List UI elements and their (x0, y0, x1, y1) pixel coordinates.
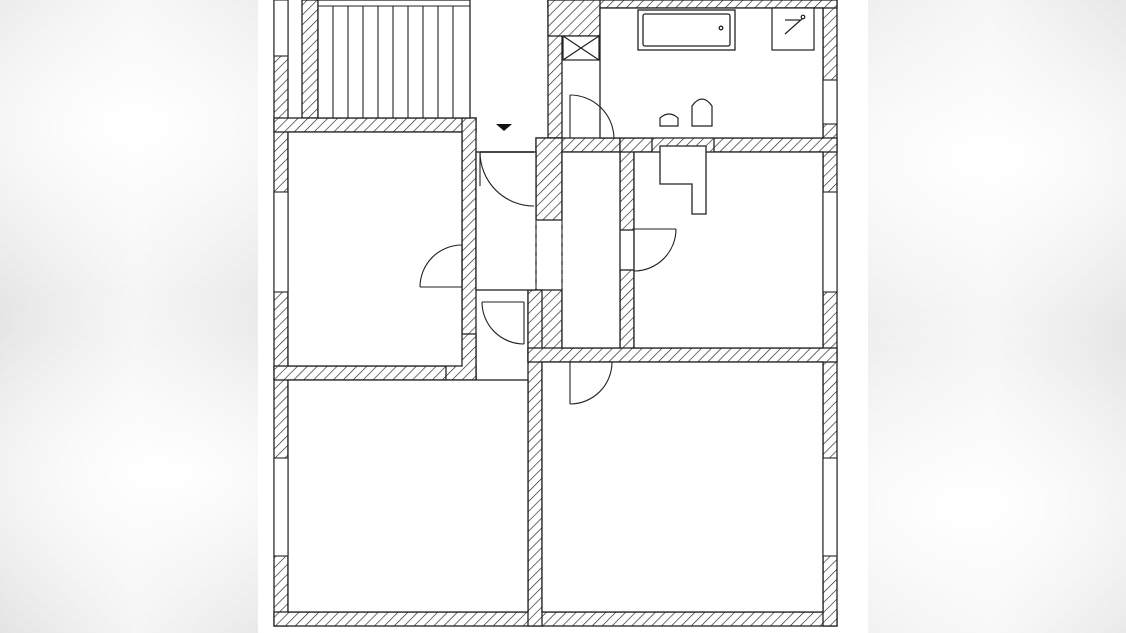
hall (475, 151, 537, 291)
hall-corridor-opening (535, 220, 563, 290)
stair-wall-west (301, 0, 319, 119)
window-west-2 (273, 457, 289, 557)
window-west-3 (273, 0, 289, 57)
corridor (561, 151, 621, 349)
room-lower-right (541, 361, 824, 613)
stair-wall-south (273, 117, 477, 133)
bathtub (637, 9, 736, 51)
door-hall-entrance (479, 151, 535, 207)
lower-wall-vertical (527, 289, 543, 627)
wc-room (659, 145, 707, 215)
shaft-wall-top (547, 0, 601, 37)
stair-treads (318, 5, 470, 118)
door-lower-right-room (569, 361, 613, 405)
door-upper-right-room (633, 228, 677, 272)
window-east-2 (822, 457, 838, 557)
hall-wall-pier-upper (535, 137, 563, 221)
shower-tray (771, 7, 815, 51)
door-lower-left-room (481, 301, 525, 345)
door-bathroom (569, 94, 615, 139)
window-east-1 (822, 191, 838, 293)
toilet (659, 113, 679, 127)
staircase (317, 0, 471, 119)
room-upper-left (287, 131, 463, 367)
ventilation-shaft (562, 35, 600, 61)
washbasin (691, 98, 713, 127)
entrance-marker-icon (496, 124, 512, 131)
window-west-1 (273, 191, 289, 293)
room-lower-left (287, 379, 529, 613)
lower-rooms-north-wall (527, 347, 838, 363)
room-upper-right (633, 151, 824, 349)
door-upper-left-room (419, 244, 463, 288)
outer-wall-south (273, 611, 838, 627)
window-east-3 (822, 79, 838, 125)
bathroom-wall-south (699, 137, 838, 153)
